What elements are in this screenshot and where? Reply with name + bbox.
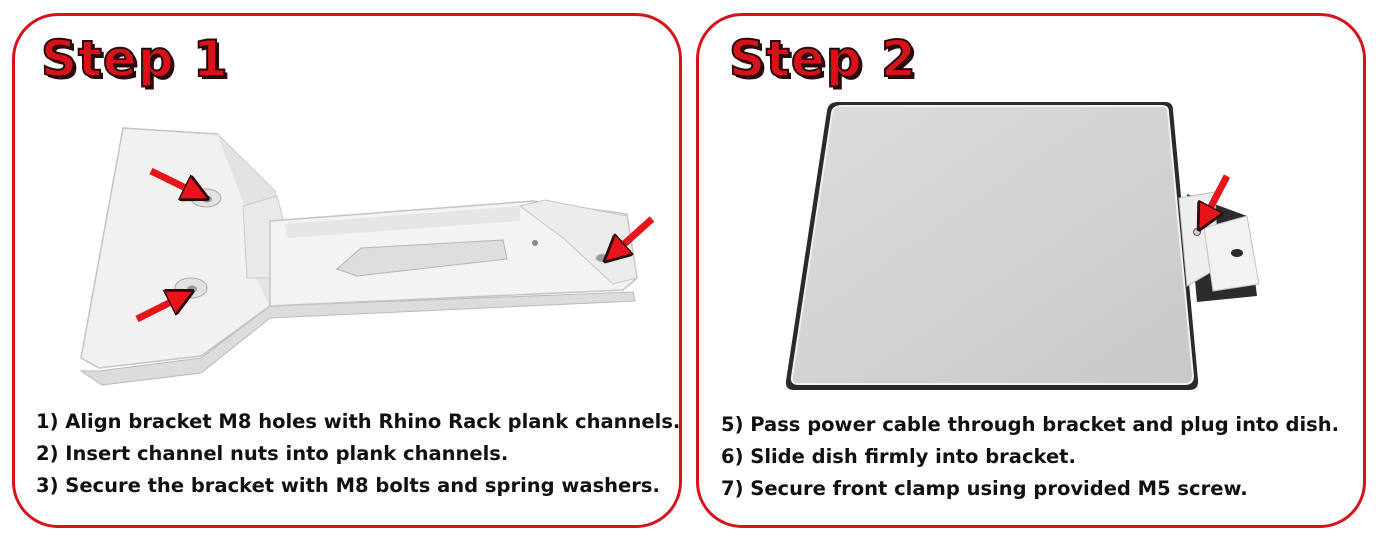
instruction-item: 7) Secure front clamp using provided M5 … (721, 477, 1248, 500)
instruction-item: 1) Align bracket M8 holes with Rhino Rac… (36, 410, 681, 433)
bracket-photo (79, 127, 655, 386)
instruction-item: 3) Secure the bracket with M8 bolts and … (36, 474, 660, 497)
dish-photo (785, 102, 1260, 390)
instruction-item: 5) Pass power cable through bracket and … (721, 413, 1340, 436)
pointer-arrow-icon (135, 296, 183, 323)
instruction-item: 6) Slide dish firmly into bracket. (721, 445, 1076, 468)
step-2-instructions: 5) Pass power cable through bracket and … (721, 409, 1339, 505)
step-1-instructions: 1) Align bracket M8 holes with Rhino Rac… (36, 406, 680, 502)
pointer-arrow-icon (613, 216, 655, 254)
step-2-title: Step 2 (728, 29, 917, 89)
step-2-panel: Step 2 5) Pass power cable through brack… (696, 13, 1366, 528)
instruction-item: 2) Insert channel nuts into plank channe… (36, 442, 509, 465)
pointer-arrow-icon (1204, 174, 1231, 220)
pointer-arrow-icon (149, 167, 198, 194)
step-1-title: Step 1 (40, 29, 229, 89)
step-1-panel: Step 1 1) Align b (12, 13, 682, 528)
